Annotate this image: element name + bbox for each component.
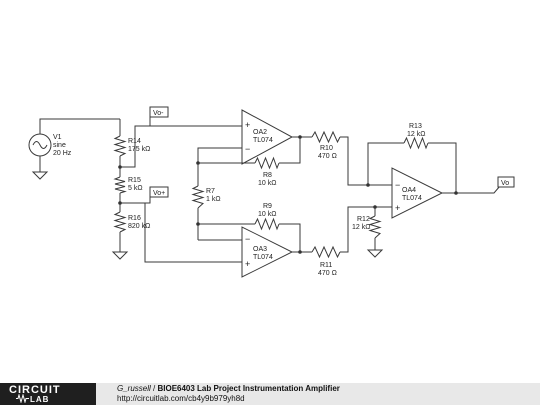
junction-dot [366,183,370,187]
r13-ref: R13 [409,123,422,130]
junction-dot [118,165,122,169]
oa3-ref: OA3 [253,246,267,253]
byline-separator: / [150,384,158,393]
net-flag-vo[interactable]: Vo [497,176,515,188]
resistor-logo-icon [16,394,29,403]
r11-ref: R11 [320,262,332,269]
resistor-r10[interactable] [311,130,341,144]
r8-ref: R8 [263,172,272,179]
r16-ref: R16 [128,215,141,222]
oa4-minus-sign: − [395,180,400,190]
r9-value: 10 kΩ [258,211,276,218]
author-link[interactable]: G_russell [117,384,151,393]
opamp-oa2[interactable] [241,109,294,165]
ground-r12 [366,249,384,258]
oa2-plus-sign: + [245,120,250,130]
resistor-r9[interactable] [254,217,280,231]
junction-dot [454,191,458,195]
vo-minus-label: Vo- [153,110,164,117]
r14-ref: R14 [128,138,141,145]
net-flag-vo-minus[interactable]: Vo- [149,106,169,118]
oa3-plus-sign: + [245,259,250,269]
oa3-part: TL074 [253,254,273,261]
r7-value: 1 kΩ [206,196,221,203]
resistor-r12[interactable] [368,215,382,239]
r12-value: 12 kΩ [352,224,370,231]
source-v1[interactable] [28,133,52,157]
junction-dot [298,135,302,139]
oa2-wires [150,125,392,186]
v1-freq: 20 Hz [53,150,72,157]
r12-ref: R12 [357,216,370,223]
circuit-url[interactable]: http://circuitlab.com/cb4y9b979yh8d [117,394,245,403]
vo-plus-label: Vo+ [153,190,165,197]
resistor-r11[interactable] [311,245,341,259]
oa4-part: TL074 [402,195,422,202]
r15-ref: R15 [128,177,141,184]
logo-text-bottom: LAB [30,395,50,404]
oa2-part: TL074 [253,137,273,144]
logo-text-top: CIRCUIT [9,384,61,396]
r8-value: 10 kΩ [258,180,276,187]
r13-value: 12 kΩ [407,131,425,138]
r7-ref: R7 [206,188,215,195]
resistor-r7[interactable] [191,185,205,209]
v1-type: sine [53,142,66,149]
r15-value: 5 kΩ [128,185,143,192]
resistor-r13[interactable] [403,136,429,150]
ground-v1 [31,171,49,180]
oa3-minus-sign: − [245,234,250,244]
r9-ref: R9 [263,203,272,210]
left-divider-wires [119,116,242,263]
v1-wires [39,118,120,172]
resistor-r16[interactable] [113,211,127,233]
junction-dot [298,250,302,254]
vo-label: Vo [501,180,509,187]
circuit-title: BIOE6403 Lab Project Instrumentation Amp… [157,384,340,393]
r10-value: 470 Ω [318,153,337,160]
r10-ref: R10 [320,145,333,152]
junction-dot [196,222,200,226]
circuitlab-logo[interactable]: CIRCUIT LAB [0,383,96,405]
oa4-wires [367,142,501,250]
oa4-ref: OA4 [402,187,416,194]
oa2-ref: OA2 [253,129,267,136]
junction-dot [373,205,377,209]
oa3-wires [198,206,375,253]
net-flag-vo-plus[interactable]: Vo+ [149,186,169,198]
resistor-r15[interactable] [113,176,127,194]
byline: G_russell / BIOE6403 Lab Project Instrum… [117,384,340,393]
r11-value: 470 Ω [318,270,337,277]
r16-value: 820 kΩ [128,223,150,230]
oa4-plus-sign: + [395,203,400,213]
resistor-r8[interactable] [254,156,280,170]
ground-r16 [111,251,129,260]
oa2-minus-sign: − [245,144,250,154]
opamp-oa3[interactable] [241,226,294,278]
junction-dot [118,201,122,205]
instrumentation-amplifier-schematic: V1 sine 20 Hz R14 175 kΩ R15 [28,106,515,278]
v1-ref: V1 [53,134,62,141]
footer-bar: CIRCUIT LAB G_russell / BIOE6403 Lab Pro… [0,383,540,405]
r14-value: 175 kΩ [128,146,150,153]
resistor-r14[interactable] [113,135,127,157]
opamp-oa4[interactable] [391,167,444,219]
